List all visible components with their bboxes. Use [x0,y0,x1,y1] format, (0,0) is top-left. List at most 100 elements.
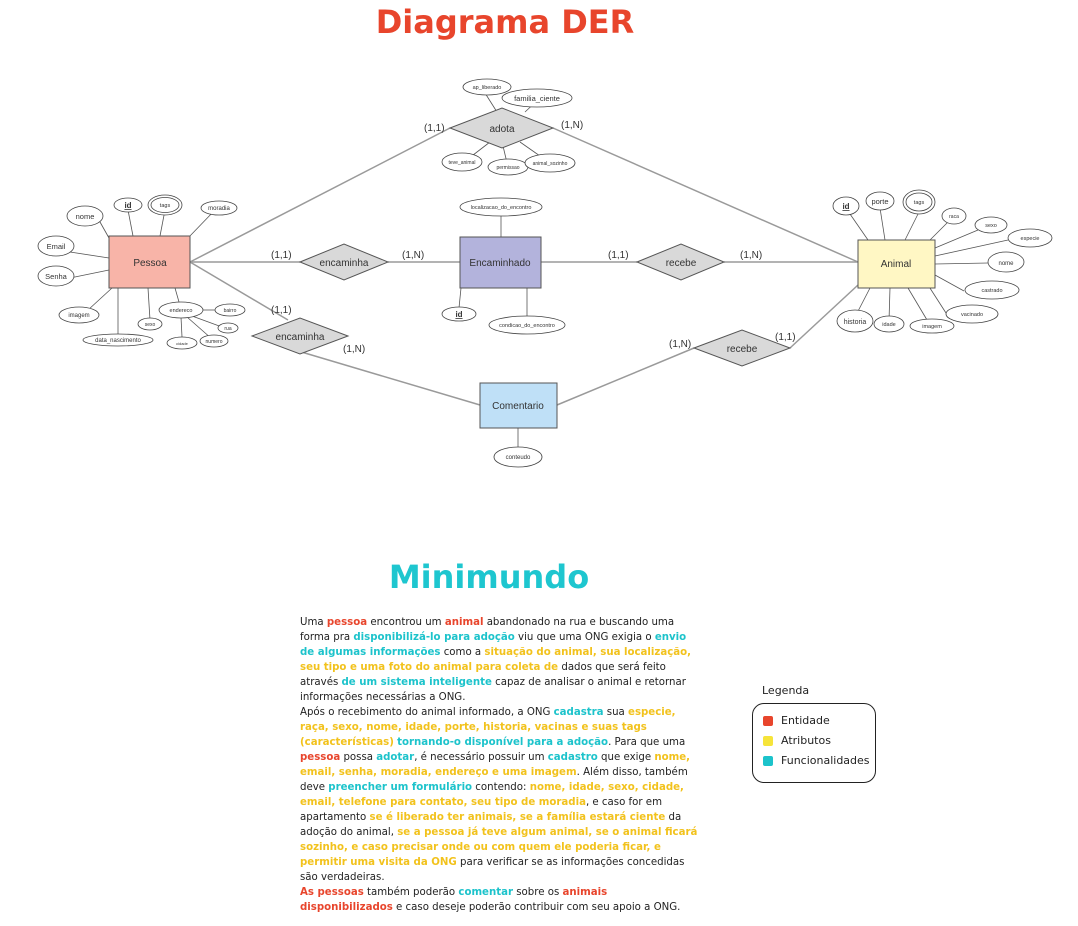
minimundo-title-text: Minimundo [388,558,590,596]
attribute-pessoa-numero: numero [199,334,229,348]
attribute-pessoa-tags: tags [147,194,183,216]
attribute-animal-imagem: imagem [909,318,955,334]
text-segment: Após o recebimento do animal informado, … [300,707,554,718]
minimundo-paragraph-1: Uma pessoa encontrou um animal abandonad… [300,615,702,705]
svg-text:especie: especie [1021,236,1040,242]
svg-text:permissao: permissao [496,165,519,171]
attribute-pessoa-id: id [113,197,143,213]
svg-text:id: id [842,202,849,211]
svg-text:data_nascimento: data_nascimento [95,338,141,344]
cardinality-label: (1,N) [669,339,691,350]
text-segment: situação do animal, sua localização, seu… [300,647,692,673]
entity-pessoa: Pessoa [108,235,191,289]
svg-text:raca: raca [949,214,959,220]
text-segment: para verificar se as informações concedi… [300,857,685,883]
svg-text:animal_sozinho: animal_sozinho [533,161,568,167]
attribute-localizacao-do-encontro: localizacao_do_encontro [459,197,543,217]
relationship-label-recebe-1: recebe [666,258,697,269]
svg-text:localizacao_do_encontro: localizacao_do_encontro [471,205,532,211]
svg-text:Email: Email [47,242,66,251]
attribute-animal-vacinado: vacinado [945,304,999,324]
text-segment: adotar [376,752,415,763]
attribute-animal-sexo: sexo [974,216,1008,234]
text-segment: , é necessário possuir um [414,752,548,763]
text-segment: . Para que uma [608,737,686,748]
minimundo-text: Uma pessoa encontrou um animal abandonad… [300,615,702,915]
entity-label-animal: Animal [881,259,912,270]
svg-text:teve_animal: teve_animal [449,160,476,166]
text-segment: da adoção do animal, [300,812,682,838]
attribute-animal-especie: especie [1007,228,1053,248]
svg-text:Senha: Senha [45,272,68,281]
text-segment: encontrou um [367,617,445,628]
text-segment: sobre os [513,887,563,898]
text-segment: Uma [300,617,327,628]
attribute-teve-animal: teve_animal [441,152,483,172]
relationship-label-encaminha-2: encaminha [276,332,325,343]
svg-text:nome: nome [998,261,1014,267]
attributes: ap_liberado familia_ciente teve_animal p… [37,78,1053,468]
attribute-animal-id: id [832,196,860,216]
entity-animal: Animal [857,239,936,289]
attribute-pessoa-data-nascimento: data_nascimento [82,333,154,347]
text-segment: sua [603,707,629,718]
svg-text:condicao_do_encontro: condicao_do_encontro [499,323,555,329]
cardinalities: (1,1) (1,N) (1,1) (1,N) (1,1) (1,N) (1,1… [271,120,796,355]
text-segment: possa [340,752,377,763]
text-segment: viu que uma ONG exigia o [514,632,655,643]
text-segment: preencher um formulário [328,782,473,793]
attribute-pessoa-cidade: cidade [166,336,198,350]
entity-label-comentario: Comentario [492,401,544,412]
text-segment: nome, email, senha, moradia, endereço e … [300,752,691,778]
svg-text:imagem: imagem [922,324,942,330]
text-segment: capaz de analisar o animal e retornar in… [300,677,686,703]
text-segment: pessoa [326,617,368,628]
svg-text:moradia: moradia [208,206,230,212]
text-segment: disponibilizá-lo para adoção [353,632,515,643]
attribute-ap-liberado: ap_liberado [462,78,512,96]
relationship-encaminha-1: encaminha [298,243,390,281]
relationship-label-adota: adota [489,124,514,135]
attribute-animal-idade: idade [873,315,905,333]
cardinality-label: (1,1) [608,250,629,261]
attribute-animal-tags: tags [902,189,936,215]
legend-item-entidade: Entidade [763,714,830,727]
legend-item-label: Funcionalidades [781,754,870,767]
relationship-encaminha-2: encaminha [250,317,350,355]
text-segment: contendo: [472,782,530,793]
text-segment: As pessoas [300,887,364,898]
cardinality-label: (1,1) [271,305,292,316]
text-segment: , e caso for em apartamento [300,797,662,823]
entity-label-encaminhado: Encaminhado [469,258,531,269]
relationship-recebe-2: recebe [692,329,792,367]
svg-text:tags: tags [160,203,171,209]
text-segment: animal [444,617,484,628]
cardinality-label: (1,N) [561,120,583,131]
attribute-condicao-do-encontro: condicao_do_encontro [488,315,566,335]
svg-text:endereco: endereco [170,308,193,314]
attribute-encaminhado-id: id [441,306,477,322]
relationship-adota: adota [448,107,555,149]
text-segment: . Além disso, também deve [300,767,688,793]
attribute-pessoa-nome: nome [66,205,104,227]
legend-item-atributos: Atributos [763,734,831,747]
diagram-title: Diagrama DER [376,3,635,41]
svg-text:idade: idade [882,322,895,328]
text-segment: especie, raça, sexo, nome, idade, porte,… [300,707,676,748]
attribute-animal-sozinho: animal_sozinho [524,153,576,173]
cardinality-label: (1,1) [775,332,796,343]
text-segment: se é liberado ter animais, se a família … [369,812,666,823]
text-segment: cadastro [547,752,598,763]
svg-text:historia: historia [844,319,867,326]
text-segment: pessoa [300,752,341,763]
svg-text:cidade: cidade [176,341,189,346]
svg-text:sexo: sexo [985,223,997,229]
text-segment: de um sistema inteligente [341,677,492,688]
text-segment: envio de algumas informações [300,632,687,658]
attribute-pessoa-senha: Senha [37,265,75,287]
text-segment: nome, idade, sexo, cidade, email, telefo… [300,782,684,808]
attribute-pessoa-email: Email [37,235,75,257]
text-segment: como a [440,647,485,658]
cardinality-label: (1,N) [402,250,424,261]
attribute-pessoa-imagem: imagem [58,306,100,324]
